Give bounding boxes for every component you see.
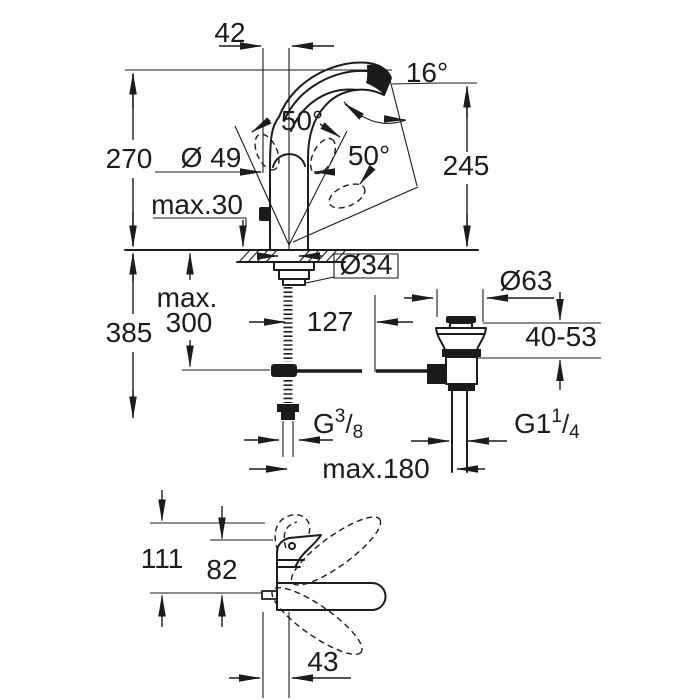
- dim-supply-thread: G3/8: [313, 406, 363, 443]
- plan-view: 111 82 43: [141, 490, 387, 698]
- dim-plan-total-depth: 111: [141, 543, 184, 574]
- dim-swivel-right: 50°: [348, 140, 390, 171]
- shank-and-hose: [271, 261, 315, 420]
- dim-lever-angle: 16°: [406, 57, 448, 88]
- dim-swivel-left: 50°: [281, 105, 323, 136]
- main-view-labels: 42 16° 50° 50° 270 Ø 49 max.30 245 Ø34 3…: [106, 17, 597, 484]
- dim-below-deck-height: 385: [106, 317, 153, 348]
- rod-connector: [427, 364, 446, 384]
- dim-waste-height-range: 40-53: [525, 321, 597, 352]
- plan-swing-dashed: [271, 514, 382, 656]
- dim-hose-max-line1: max.: [157, 282, 218, 313]
- dim-plan-rod-offset: 43: [307, 646, 338, 677]
- dim-max-reach: max.180: [322, 453, 429, 484]
- lever-tip: [366, 64, 391, 95]
- dim-base-diameter: Ø 49: [181, 142, 242, 173]
- plan-dimension-lines: [158, 490, 351, 682]
- pop-up-knob-front: [259, 207, 271, 221]
- dim-plan-body-depth: 82: [206, 554, 237, 585]
- dim-drain-distance: 127: [307, 306, 354, 337]
- supply-hose-nut: [277, 404, 299, 420]
- dim-hose-max-line2: 300: [166, 307, 213, 338]
- dim-max-deck: max.30: [151, 189, 243, 220]
- dimension-lines: [129, 42, 564, 473]
- pop-up-rod-joint: [271, 364, 297, 377]
- waste-plug-cap: [446, 316, 476, 323]
- waste-tailpipe: [451, 390, 468, 473]
- dim-waste-thread: G11/4: [514, 406, 580, 443]
- dim-spout-height: 245: [443, 150, 490, 181]
- plan-faucet: [261, 534, 387, 611]
- dim-spout-offset: 42: [214, 17, 245, 48]
- plan-reference-lines: [150, 522, 290, 698]
- waste-assembly: [427, 316, 487, 473]
- waste-gasket: [442, 349, 481, 357]
- swing-range-dashed: [254, 133, 366, 209]
- dim-total-height: 270: [106, 143, 153, 174]
- dim-waste-flange-diameter: Ø63: [500, 265, 553, 296]
- plan-view-labels: 111 82 43: [141, 543, 339, 677]
- main-view: 42 16° 50° 50° 270 Ø 49 max.30 245 Ø34 3…: [106, 17, 601, 484]
- dim-hole-diameter: Ø34: [340, 249, 393, 280]
